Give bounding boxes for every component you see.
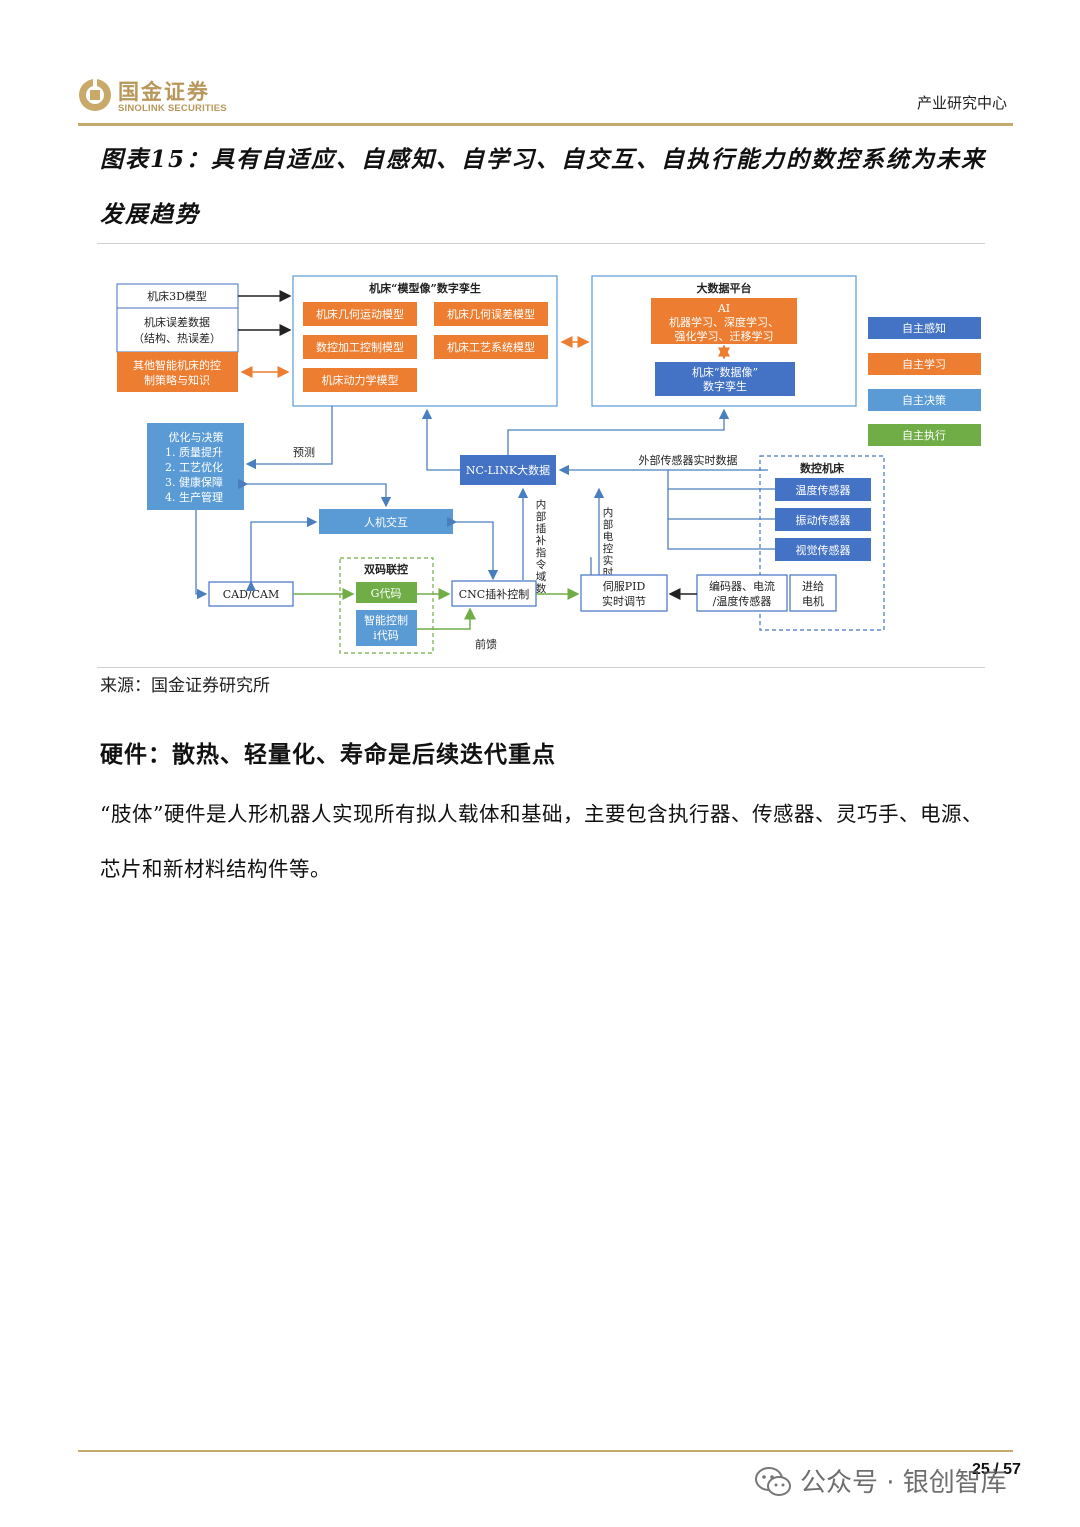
legend-execution: 自主执行 — [902, 428, 946, 442]
nclink-box — [460, 455, 556, 485]
figure-top-rule — [97, 243, 985, 244]
servo-label-1: 伺服PID — [603, 580, 646, 593]
encoder-box — [696, 574, 788, 612]
model-twin-title: 机床“模型像”数字孪生 — [369, 281, 481, 295]
hmi-box — [319, 509, 453, 534]
motor-label-1: 进给 — [802, 580, 824, 593]
twin-item-4: 机床工艺系统模型 — [447, 340, 535, 354]
svg-text:部: 部 — [603, 518, 614, 531]
logo-icon — [79, 79, 111, 111]
figure-bottom-rule — [97, 667, 985, 668]
svg-text:实: 实 — [603, 554, 614, 567]
feedforward-label: 前馈 — [475, 637, 497, 651]
data-twin-label-2: 数字孪生 — [703, 379, 747, 393]
ai-methods-2: 强化学习、迁移学习 — [675, 329, 774, 343]
error-data-sublabel: （结构、热误差） — [133, 331, 221, 345]
servo-label-2: 实时调节 — [602, 594, 646, 608]
section-heading: 硬件：散热、轻量化、寿命是后续迭代重点 — [100, 742, 556, 768]
legend-perception: 自主感知 — [902, 321, 946, 335]
wechat-icon — [755, 1467, 791, 1496]
svg-text:内: 内 — [536, 498, 547, 511]
twin-item-2: 机床几何误差模型 — [447, 307, 535, 321]
svg-text:插: 插 — [536, 522, 547, 535]
svg-text:数: 数 — [536, 582, 547, 595]
ai-methods-1: 机器学习、深度学习、 — [669, 315, 779, 329]
twin-item-1: 机床几何运动模型 — [316, 307, 404, 321]
dual-code-box — [339, 557, 434, 654]
internal-interp-label: 内 部 插 补 指 令 域 数 — [536, 498, 547, 595]
machine-tool-title: 数控机床 — [800, 461, 845, 475]
cnc-label: CNC插补控制 — [459, 587, 529, 601]
svg-text:控: 控 — [603, 542, 614, 555]
machine-tool-box — [759, 455, 885, 631]
strategy-label-2: 制策略与知识 — [144, 373, 210, 387]
svg-text:电: 电 — [603, 530, 614, 543]
optimize-title: 优化与决策 — [169, 430, 224, 444]
encoder-label-1: 编码器、电流 — [709, 579, 775, 593]
header-divider — [78, 123, 1013, 126]
i-code-label-2: i代码 — [373, 629, 399, 642]
sensor-temperature: 温度传感器 — [796, 483, 851, 497]
svg-text:域: 域 — [536, 570, 547, 583]
svg-text:时: 时 — [603, 567, 614, 579]
cnc-system-diagram: 机床3D模型 机床误差数据 （结构、热误差） 其他智能机床的控 制策略与知识 机… — [116, 275, 981, 654]
optimize-item-2: 2. 工艺优化 — [165, 460, 223, 474]
section-body: “肢体”硬件是人形机器人实现所有拟人载体和基础，主要包含执行器、传感器、灵巧手、… — [100, 802, 983, 881]
svg-text:指: 指 — [536, 546, 547, 559]
left-inputs: 机床3D模型 机床误差数据 （结构、热误差） 其他智能机床的控 制策略与知识 — [116, 283, 239, 392]
encoder-label-2: /温度传感器 — [713, 594, 772, 608]
external-sensor-label: 外部传感器实时数据 — [639, 453, 738, 467]
sensor-vibration: 振动传感器 — [796, 513, 851, 527]
twin-item-5: 机床动力学模型 — [322, 373, 399, 387]
i-code-label-1: 智能控制 — [364, 613, 408, 627]
watermark-text: 公众号 · 银创智库 — [800, 1468, 1007, 1498]
optimize-item-3: 3. 健康保障 — [165, 475, 223, 489]
optimize-box — [147, 423, 244, 510]
footer-divider — [78, 1450, 1013, 1452]
ai-label: AI — [717, 302, 730, 315]
legend-decision: 自主决策 — [902, 393, 946, 407]
twin-item-3: 数控加工控制模型 — [316, 340, 404, 354]
nclink-label: NC-LINK大数据 — [466, 463, 550, 477]
servo-box — [580, 574, 668, 612]
dual-code-title: 双码联控 — [364, 562, 408, 576]
data-twin-label-1: 机床“数据像” — [692, 365, 758, 379]
predict-label: 预测 — [293, 446, 315, 459]
sensor-vision: 视觉传感器 — [796, 543, 851, 557]
svg-text:部: 部 — [536, 510, 547, 523]
cadcam-label: CAD/CAM — [223, 588, 280, 601]
strategy-label-1: 其他智能机床的控 — [133, 358, 221, 372]
hmi-label: 人机交互 — [364, 515, 408, 529]
figure-title-line-2: 发展趋势 — [100, 201, 200, 228]
header-department: 产业研究中心 — [916, 94, 1007, 112]
motor-box — [789, 574, 837, 612]
g-code-label: G代码 — [371, 587, 402, 600]
figure-title-line-1: 图表15：具有自适应、自感知、自学习、自交互、自执行能力的数控系统为未来 — [100, 146, 987, 173]
optimize-item-4: 4. 生产管理 — [165, 490, 223, 504]
optimize-item-1: 1. 质量提升 — [165, 446, 223, 459]
error-data-label: 机床误差数据 — [144, 315, 210, 329]
model3d-label: 机床3D模型 — [147, 289, 207, 303]
svg-text:内: 内 — [603, 506, 614, 519]
figure-source: 来源：国金证券研究所 — [100, 676, 270, 696]
bigdata-title: 大数据平台 — [697, 281, 752, 295]
logo-subtext: SINOLINK SECURITIES — [118, 103, 227, 114]
legend-learning: 自主学习 — [902, 357, 946, 371]
page-number: 25 / 57 — [972, 1461, 1021, 1478]
svg-text:令: 令 — [536, 558, 547, 571]
svg-text:补: 补 — [536, 534, 547, 547]
motor-label-2: 电机 — [802, 594, 824, 608]
logo-text: 国金证券 — [118, 80, 210, 104]
